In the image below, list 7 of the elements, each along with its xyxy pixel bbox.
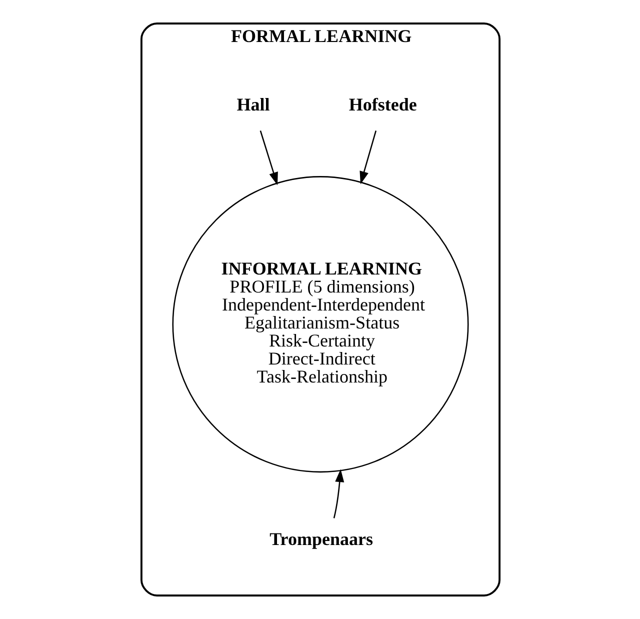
node-circle: INFORMAL LEARNING PROFILE (5 dimensions) Independent-Interdependent Egalitarianism-Status Risk-Certainty Direct-Indirect Task-Relationship <box>172 176 468 473</box>
node-text: Trompenaars <box>269 528 373 549</box>
node-text: Hofstede <box>348 94 416 115</box>
arrow <box>359 130 376 184</box>
arrow <box>332 469 344 518</box>
arrow <box>259 130 278 186</box>
node-text: Hall <box>236 94 270 115</box>
